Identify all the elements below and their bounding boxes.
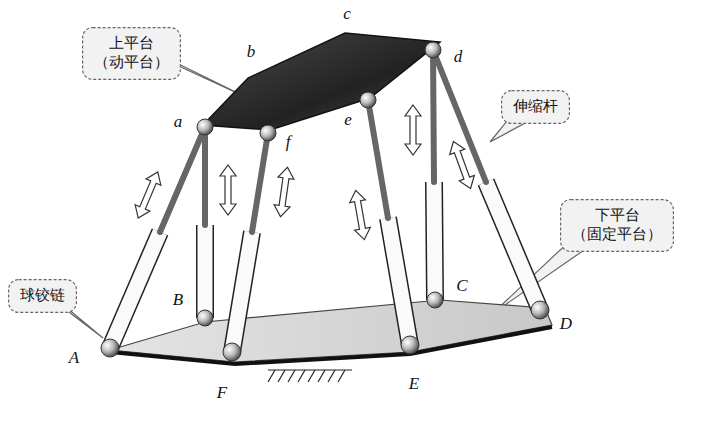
point-label: A — [69, 348, 79, 368]
point-label: B — [173, 290, 183, 310]
callout-text: 下平台 （固定平台） — [572, 206, 662, 245]
point-label: b — [247, 42, 256, 62]
motion-arrow — [131, 105, 478, 241]
point-label: a — [174, 112, 183, 132]
point-label: f — [286, 132, 291, 152]
point-label: D — [560, 314, 572, 334]
ground-hatch — [268, 370, 352, 382]
callout-bubble: 球铰链 — [8, 279, 77, 313]
callout-text: 伸缩杆 — [513, 97, 558, 117]
callout-bubble: 伸缩杆 — [501, 90, 570, 124]
point-label: d — [454, 47, 463, 67]
callout-bubble: 下平台 （固定平台） — [560, 199, 674, 252]
callout-text: 上平台 （动平台） — [94, 34, 169, 73]
point-label: E — [409, 374, 419, 394]
platform-edge — [110, 327, 552, 364]
lower-platform — [110, 300, 552, 362]
point-label: e — [344, 110, 352, 130]
upper-platform — [203, 33, 440, 130]
callout-text: 球铰链 — [20, 286, 65, 306]
point-label: c — [343, 4, 351, 24]
point-label: C — [456, 276, 467, 296]
callout-bubble: 上平台 （动平台） — [82, 27, 181, 80]
point-label: F — [217, 383, 227, 403]
ball-joint — [101, 42, 549, 361]
leg-cylinder — [110, 182, 540, 352]
